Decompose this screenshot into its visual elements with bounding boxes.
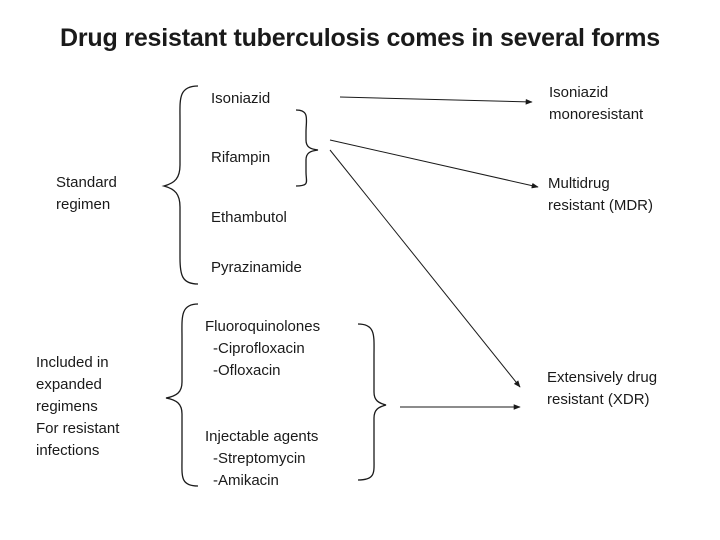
- expanded-brace: [165, 303, 199, 487]
- drug-isoniazid: Isoniazid: [211, 90, 271, 107]
- arrow-xdr: [329, 149, 521, 388]
- drug-streptomycin: -Streptomycin: [213, 450, 306, 467]
- outcome-mdr: Multidrug resistant (MDR): [548, 173, 653, 217]
- injectables-group: Injectable agents -Streptomycin -Amikaci…: [205, 426, 318, 492]
- expanded-right-brace: [357, 323, 387, 481]
- drug-ciprofloxacin: -Ciprofloxacin: [213, 340, 305, 357]
- outcome-monoresistant: Isoniazid monoresistant: [549, 82, 643, 126]
- mdr-line2: resistant (MDR): [548, 197, 654, 214]
- ino-rif-brace: [295, 109, 319, 187]
- mono-line1: Isoniazid: [549, 84, 609, 101]
- drug-pyrazinamide: Pyrazinamide: [211, 259, 302, 276]
- arrow-mono: [339, 96, 533, 105]
- drug-ofloxacin: -Ofloxacin: [213, 362, 281, 379]
- mdr-line1: Multidrug: [548, 175, 610, 192]
- expanded-label-line3: regimens: [36, 398, 98, 415]
- xdr-line1: Extensively drug: [547, 369, 658, 386]
- slide-title: Drug resistant tuberculosis comes in sev…: [60, 24, 660, 52]
- expanded-label-line2: expanded: [36, 376, 102, 393]
- outcome-xdr: Extensively drug resistant (XDR): [547, 367, 657, 411]
- mono-line2: monoresistant: [549, 106, 644, 123]
- expanded-label-line1: Included in: [36, 354, 109, 371]
- standard-regimen-label: Standard regimen: [56, 172, 117, 216]
- injectables-heading: Injectable agents: [205, 428, 319, 445]
- expanded-label-line5: infections: [36, 442, 100, 459]
- drug-amikacin: -Amikacin: [213, 472, 279, 489]
- xdr-line2: resistant (XDR): [547, 391, 650, 408]
- drug-ethambutol: Ethambutol: [211, 209, 287, 226]
- fluoroquinolones-group: Fluoroquinolones -Ciprofloxacin -Ofloxac…: [205, 316, 320, 382]
- expanded-regimens-label: Included in expanded regimens For resist…: [36, 352, 119, 462]
- standard-brace: [161, 85, 199, 285]
- expanded-label-line4: For resistant: [36, 420, 120, 437]
- drug-rifampin: Rifampin: [211, 149, 271, 166]
- standard-label-line1: Standard: [56, 174, 117, 191]
- fluoroquinolones-heading: Fluoroquinolones: [205, 318, 321, 335]
- arrow-mdr: [329, 139, 539, 189]
- standard-label-line2: regimen: [56, 196, 111, 213]
